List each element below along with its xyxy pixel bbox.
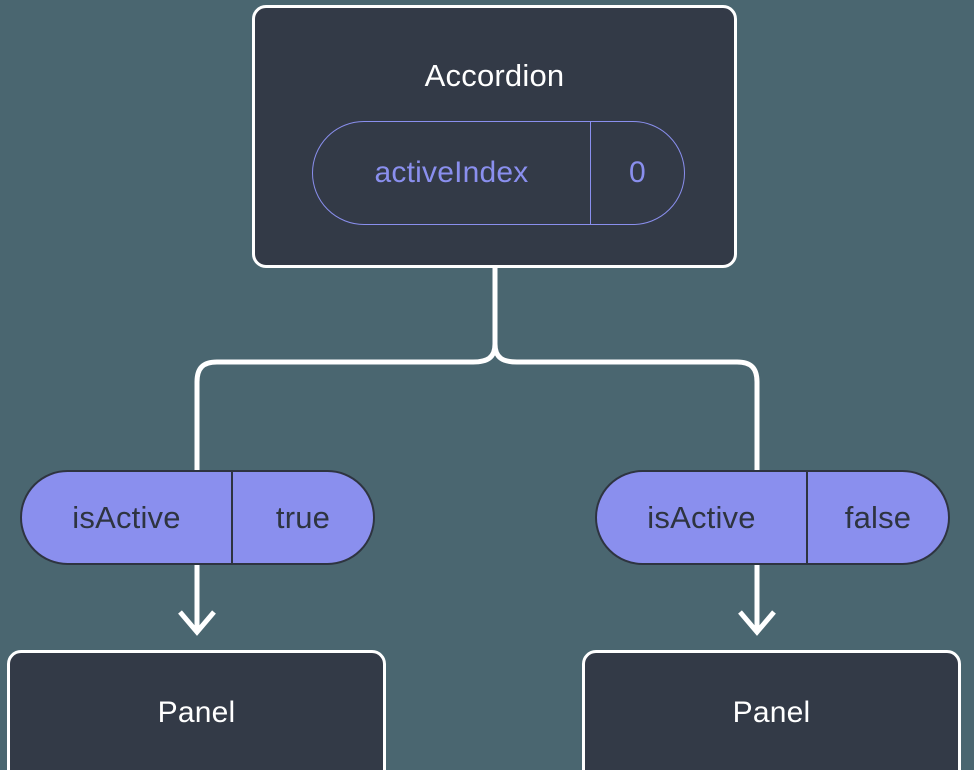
is-active-false-key-label: isActive: [597, 472, 808, 563]
accordion-component-node[interactable]: Accordion activeIndex 0: [252, 5, 737, 268]
is-active-false-pill[interactable]: isActive false: [595, 470, 950, 565]
panel-left-node[interactable]: Panel: [7, 650, 386, 770]
active-index-state-pill[interactable]: activeIndex 0: [312, 121, 685, 225]
fork-connector-left: [194, 341, 498, 473]
active-index-key-label: activeIndex: [313, 122, 591, 224]
accordion-node-title: Accordion: [424, 58, 565, 93]
is-active-true-value-label: true: [275, 499, 331, 535]
is-active-false-value-label: false: [844, 499, 912, 535]
is-active-true-key-label: isActive: [22, 472, 233, 563]
active-index-value-label: 0: [629, 156, 646, 189]
arrow-right-head-icon: [738, 610, 776, 636]
is-active-true-pill[interactable]: isActive true: [20, 470, 375, 565]
panel-right-node[interactable]: Panel: [582, 650, 961, 770]
fork-connector: [492, 265, 760, 473]
panel-left-title: Panel: [157, 696, 236, 729]
panel-right-title: Panel: [732, 696, 811, 729]
arrow-left-head-icon: [178, 610, 216, 636]
